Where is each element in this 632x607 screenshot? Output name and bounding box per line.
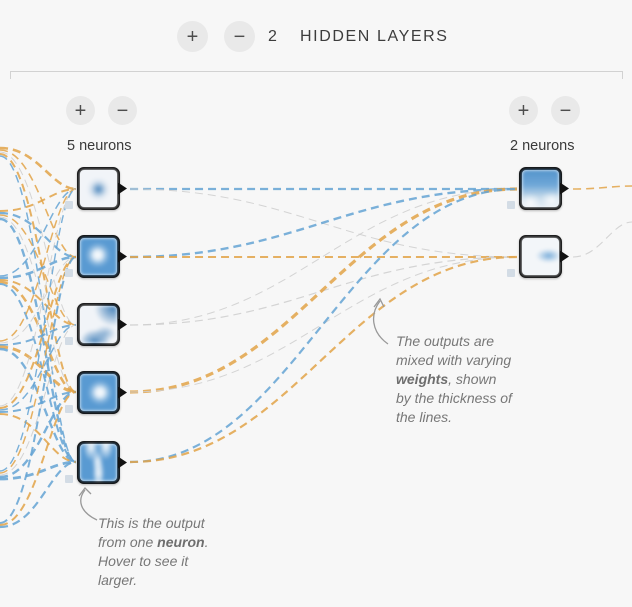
weight-line[interactable] bbox=[0, 214, 77, 326]
bias-chip-layer2-2[interactable] bbox=[507, 269, 515, 277]
weight-line[interactable] bbox=[0, 279, 77, 326]
neuron-layer1-4[interactable] bbox=[77, 371, 127, 414]
neuron-layer1-3[interactable] bbox=[77, 303, 127, 346]
weight-line[interactable] bbox=[0, 188, 77, 277]
weight-line[interactable] bbox=[0, 155, 77, 463]
plus-icon: + bbox=[74, 99, 87, 122]
bias-chip-layer1-2[interactable] bbox=[65, 269, 73, 277]
neuron-heatmap bbox=[80, 374, 117, 411]
annotation-arrowhead bbox=[373, 297, 385, 308]
layers-bracket-divider bbox=[10, 71, 623, 79]
weight-line[interactable] bbox=[572, 221, 632, 258]
neuron-heatmap bbox=[522, 238, 559, 275]
weight-line[interactable] bbox=[129, 188, 518, 326]
weight-line[interactable] bbox=[0, 217, 77, 464]
annotation-arrow bbox=[80, 489, 98, 521]
weight-line[interactable] bbox=[0, 256, 77, 409]
minus-icon: − bbox=[116, 99, 129, 122]
annotation-arrowhead bbox=[78, 487, 92, 497]
remove-layer-button[interactable]: − bbox=[224, 21, 255, 52]
weight-line[interactable] bbox=[0, 345, 77, 394]
neuron-heatmap bbox=[80, 444, 117, 481]
weight-line[interactable] bbox=[0, 255, 77, 280]
neuron-layer1-5[interactable] bbox=[77, 441, 127, 484]
weight-line[interactable] bbox=[0, 460, 77, 529]
weight-line[interactable] bbox=[0, 324, 77, 411]
weight-line[interactable] bbox=[0, 347, 77, 464]
weight-line[interactable] bbox=[0, 188, 77, 407]
layer2-neuron-count-label: 2 neurons bbox=[510, 138, 575, 154]
weight-line[interactable] bbox=[0, 460, 77, 481]
minus-icon: − bbox=[233, 25, 246, 48]
weight-line[interactable] bbox=[0, 391, 77, 526]
annotation-arrow bbox=[373, 300, 389, 345]
weight-line[interactable] bbox=[0, 216, 77, 393]
neuron-layer1-2[interactable] bbox=[77, 235, 127, 278]
neuron-layer1-1[interactable] bbox=[77, 167, 127, 210]
weight-line[interactable] bbox=[0, 146, 77, 191]
neuron-layer2-2[interactable] bbox=[519, 235, 569, 278]
hidden-layer-count: 2 bbox=[268, 28, 277, 45]
neuron-output-nub bbox=[560, 250, 569, 263]
remove-neuron-layer1-button[interactable]: − bbox=[108, 96, 137, 125]
weight-line[interactable] bbox=[572, 185, 632, 190]
neuron-heatmap bbox=[80, 306, 117, 343]
weight-line[interactable] bbox=[129, 256, 518, 393]
add-layer-button[interactable]: + bbox=[177, 21, 208, 52]
weight-line[interactable] bbox=[0, 188, 77, 342]
minus-icon: − bbox=[559, 99, 572, 122]
weight-line[interactable] bbox=[129, 255, 518, 464]
weight-line[interactable] bbox=[0, 324, 77, 346]
bias-chip-layer1-5[interactable] bbox=[65, 475, 73, 483]
neuron-heatmap bbox=[80, 238, 117, 275]
neuron-heatmap bbox=[80, 170, 117, 207]
remove-neuron-layer2-button[interactable]: − bbox=[551, 96, 580, 125]
weight-line[interactable] bbox=[0, 256, 77, 474]
weight-line[interactable] bbox=[0, 153, 77, 393]
weight-line[interactable] bbox=[0, 280, 77, 394]
bias-chip-layer2-1[interactable] bbox=[507, 201, 515, 209]
weight-line[interactable] bbox=[0, 256, 77, 344]
neuron-output-nub bbox=[118, 456, 127, 469]
hidden-layers-title: HIDDEN LAYERS bbox=[300, 28, 449, 45]
weight-line[interactable] bbox=[0, 283, 77, 463]
neuron-output-nub bbox=[560, 182, 569, 195]
weight-line[interactable] bbox=[129, 187, 518, 259]
bias-chip-layer1-1[interactable] bbox=[65, 201, 73, 209]
add-neuron-layer1-button[interactable]: + bbox=[66, 96, 95, 125]
weight-line[interactable] bbox=[0, 188, 77, 212]
bias-chip-layer1-4[interactable] bbox=[65, 405, 73, 413]
weight-line[interactable] bbox=[0, 391, 77, 413]
plus-icon: + bbox=[186, 25, 199, 48]
neuron-output-nub bbox=[118, 182, 127, 195]
weight-line[interactable] bbox=[129, 187, 518, 394]
weight-line[interactable] bbox=[0, 413, 77, 463]
layer1-neuron-count-label: 5 neurons bbox=[67, 138, 132, 154]
neuron-output-nub bbox=[118, 318, 127, 331]
neuron-layer2-1[interactable] bbox=[519, 167, 569, 210]
weight-line[interactable] bbox=[129, 187, 518, 464]
bias-chip-layer1-3[interactable] bbox=[65, 337, 73, 345]
weight-line[interactable] bbox=[0, 151, 77, 326]
weight-line[interactable] bbox=[0, 324, 77, 476]
neuron-heatmap bbox=[522, 170, 559, 207]
add-neuron-layer2-button[interactable]: + bbox=[509, 96, 538, 125]
neuron-output-nub bbox=[118, 386, 127, 399]
neuron-output-nub bbox=[118, 250, 127, 263]
weight-line[interactable] bbox=[0, 149, 77, 258]
plus-icon: + bbox=[517, 99, 530, 122]
weight-line[interactable] bbox=[0, 211, 77, 259]
